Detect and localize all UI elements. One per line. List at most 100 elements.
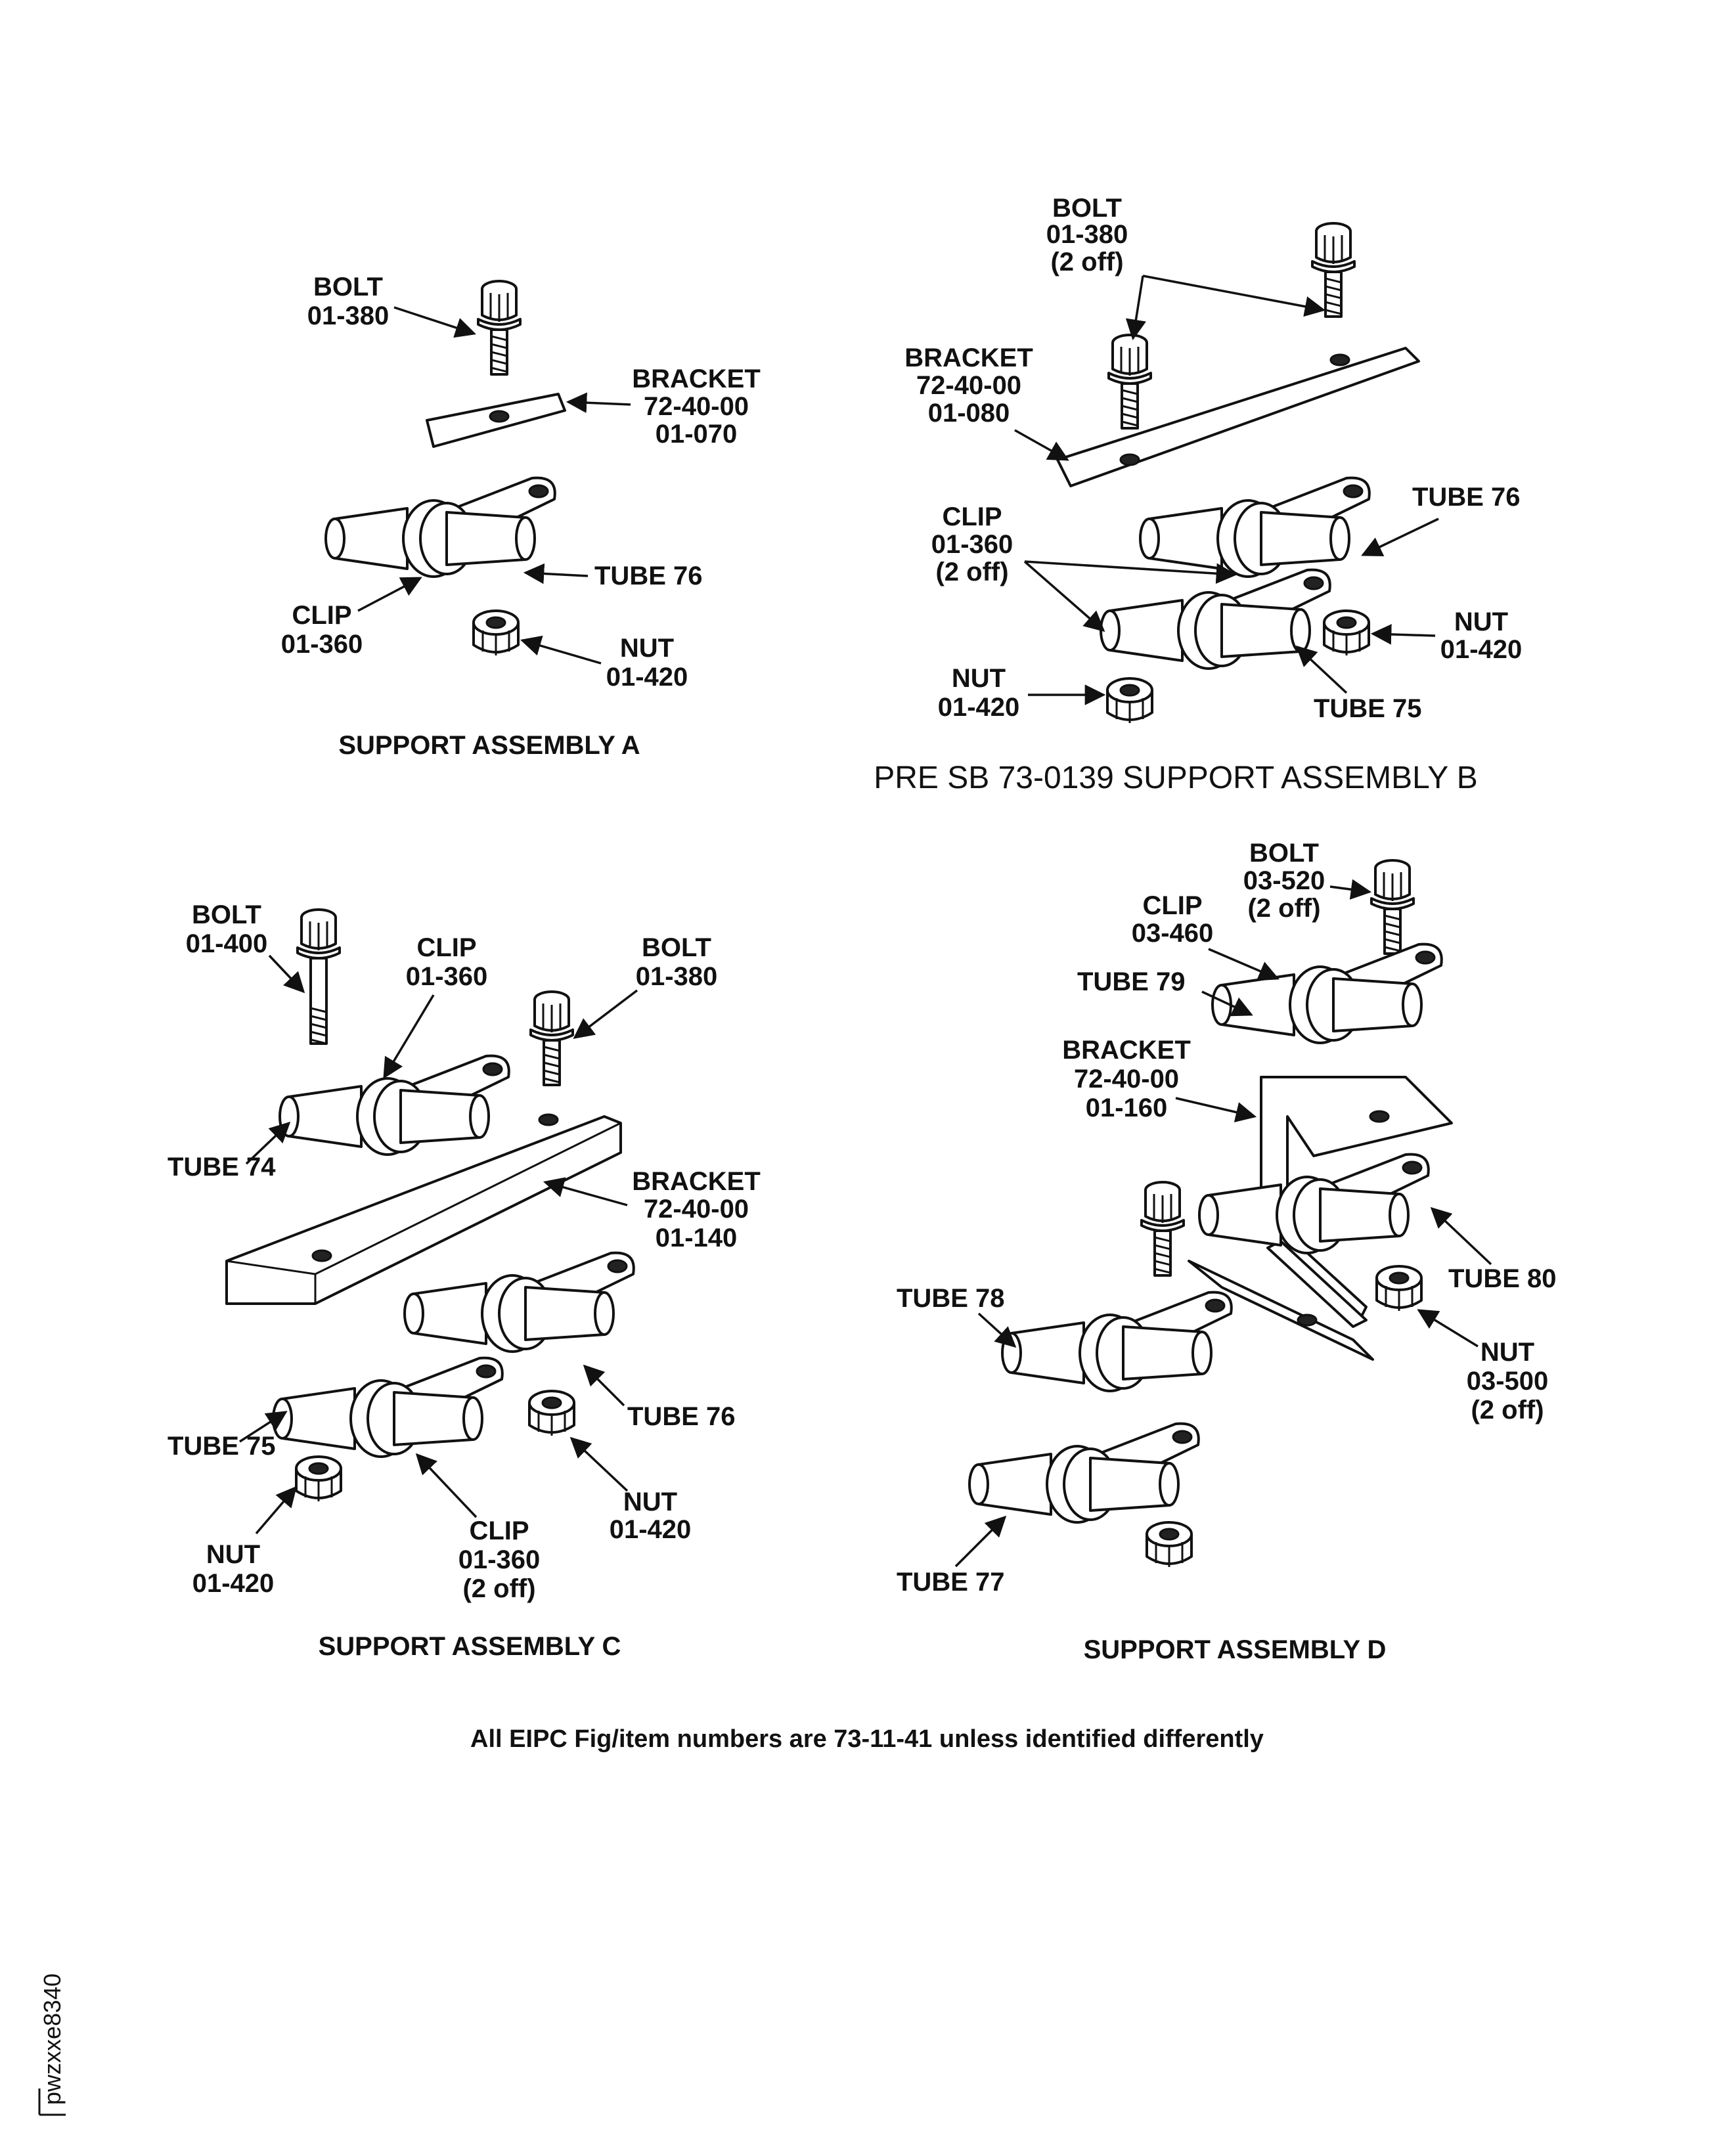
nut-c-left-name: NUT [206, 1540, 260, 1569]
bolt-d-name: BOLT [1249, 839, 1319, 868]
bolt-c-short-graphic [529, 990, 574, 1086]
bracket-d-leader [1175, 1097, 1257, 1122]
figure-id: pwzxxe8340 [38, 1974, 66, 2116]
bolt-c-long-ref: 01-400 [186, 929, 268, 958]
bolt-b-left-graphic [1107, 334, 1152, 430]
bracket-c-leader [543, 1177, 628, 1206]
clip-b-lower-graphic [1100, 568, 1331, 670]
bolt-d-qty: (2 off) [1247, 894, 1320, 923]
support-assembly-a: BOLT 01-380 BRACKET 72-40-00 01-070 TUBE… [281, 273, 761, 760]
nut-c-right-leader [569, 1436, 629, 1492]
tube-d-80-leader [1430, 1206, 1492, 1266]
clip-a-ref: 01-360 [281, 630, 363, 659]
tube-b-lower-leader [1295, 645, 1348, 694]
bracket-a-name: BRACKET [632, 365, 761, 393]
bolt-a-graphic [477, 280, 522, 376]
nut-b-right-graphic [1323, 609, 1370, 657]
clip-a-graphic [324, 476, 556, 578]
nut-a-ref: 01-420 [606, 663, 688, 692]
bolt-d-ref: 03-520 [1243, 866, 1325, 895]
nut-c-left-leader [255, 1486, 298, 1535]
nut-d-ref: 03-500 [1467, 1367, 1549, 1396]
caption-assembly-a: SUPPORT ASSEMBLY A [338, 731, 640, 760]
nut-d-leader [1417, 1309, 1479, 1348]
bolt-c-short-leader [573, 989, 638, 1039]
tube-d-78-leader [977, 1312, 1017, 1348]
bolt-c-long-graphic [296, 908, 341, 1045]
nut-d-name: NUT [1480, 1338, 1534, 1367]
clip-a-leader [357, 577, 422, 612]
clip-b-leader-upper [1024, 560, 1237, 584]
tube-a-label: TUBE 76 [594, 562, 703, 590]
clip-d-tube79-graphic [1211, 942, 1443, 1044]
footnote: All EIPC Fig/item numbers are 73-11-41 u… [470, 1725, 1264, 1753]
bracket-c-ref1: 72-40-00 [644, 1195, 749, 1224]
tube-d-80-label: TUBE 80 [1448, 1264, 1557, 1293]
bracket-b-name: BRACKET [904, 343, 1033, 372]
bolt-d-leader [1329, 879, 1372, 900]
bracket-a-leader [566, 392, 631, 413]
clip-c-top-graphic [278, 1054, 510, 1156]
clip-c-bottom-ref: 01-360 [458, 1545, 541, 1574]
bolt-c-long-name: BOLT [192, 900, 261, 929]
nut-c-left-graphic [295, 1455, 342, 1503]
bracket-d-lower-flange [1188, 1260, 1374, 1361]
figure-id-text: pwzxxe8340 [39, 1974, 66, 2105]
tube-c-76-label: TUBE 76 [627, 1402, 736, 1431]
clip-c-bottom-leader [415, 1453, 478, 1518]
clip-d-name: CLIP [1142, 891, 1202, 920]
bracket-b-ref2: 01-080 [928, 399, 1010, 428]
bracket-b-ref1: 72-40-00 [916, 371, 1021, 400]
bolt-a-name: BOLT [313, 273, 383, 301]
tube-b-lower-label: TUBE 75 [1314, 694, 1422, 723]
nut-c-right-graphic [528, 1390, 575, 1437]
tube-d-79-leader [1201, 990, 1253, 1017]
support-assembly-d: BOLT 03-520 (2 off) CLIP 03-460 TUBE 79 … [897, 839, 1557, 1664]
bracket-c-ref2: 01-140 [656, 1224, 738, 1252]
clip-c-bottom-qty: (2 off) [462, 1574, 535, 1603]
nut-b-left-graphic [1106, 677, 1153, 724]
tube-d-79-label: TUBE 79 [1077, 967, 1186, 996]
bolt-c-short-name: BOLT [642, 933, 711, 962]
nut-b-right-name: NUT [1454, 608, 1508, 636]
bolt-b-ref: 01-380 [1046, 220, 1128, 249]
clip-c-bottom-name: CLIP [469, 1516, 529, 1545]
bracket-d-ref1: 72-40-00 [1074, 1065, 1179, 1094]
clip-c-bottom-graphic [272, 1356, 504, 1458]
nut-a-graphic [472, 609, 520, 657]
tube-b-upper-label: TUBE 76 [1412, 483, 1521, 512]
tube-d-77-leader [954, 1515, 1007, 1568]
bracket-d-name: BRACKET [1062, 1036, 1191, 1065]
caption-assembly-c: SUPPORT ASSEMBLY C [319, 1632, 621, 1661]
clip-d-leader [1208, 948, 1280, 981]
bracket-b-plate [1056, 347, 1420, 487]
bolt-b-qty: (2 off) [1050, 248, 1123, 276]
nut-b-right-leader [1370, 624, 1436, 645]
tube-c-75-leader [239, 1411, 288, 1443]
support-assembly-c: BOLT 01-400 CLIP 01-360 BOLT 01-380 TUBE… [167, 900, 761, 1661]
clip-a-name: CLIP [292, 601, 351, 630]
bolt-b-leader-left [1125, 275, 1146, 341]
nut-d-lower-graphic [1146, 1521, 1193, 1568]
tube-d-77-label: TUBE 77 [897, 1568, 1005, 1597]
clip-d-tube77-graphic [968, 1422, 1200, 1524]
tube-c-74-leader [245, 1121, 291, 1165]
caption-assembly-d: SUPPORT ASSEMBLY D [1084, 1635, 1387, 1664]
clip-b-qty: (2 off) [935, 558, 1008, 586]
nut-d-upper-graphic [1375, 1265, 1423, 1312]
nut-b-left-name: NUT [952, 664, 1006, 693]
bolt-c-short-ref: 01-380 [636, 962, 718, 991]
clip-d-ref: 03-460 [1132, 919, 1214, 948]
bolt-c-long-leader [268, 954, 305, 994]
bolt-b-name: BOLT [1052, 194, 1122, 223]
nut-c-right-ref: 01-420 [610, 1515, 692, 1544]
nut-a-leader [520, 635, 602, 665]
nut-d-qty: (2 off) [1471, 1396, 1544, 1425]
bolt-a-ref: 01-380 [307, 301, 389, 330]
tube-c-75-label: TUBE 75 [167, 1432, 276, 1461]
clip-b-leader-lower [1023, 560, 1105, 632]
clip-c-top-leader [383, 994, 435, 1079]
tube-c-76-leader [583, 1364, 625, 1407]
clip-c-top-ref: 01-360 [406, 962, 488, 991]
